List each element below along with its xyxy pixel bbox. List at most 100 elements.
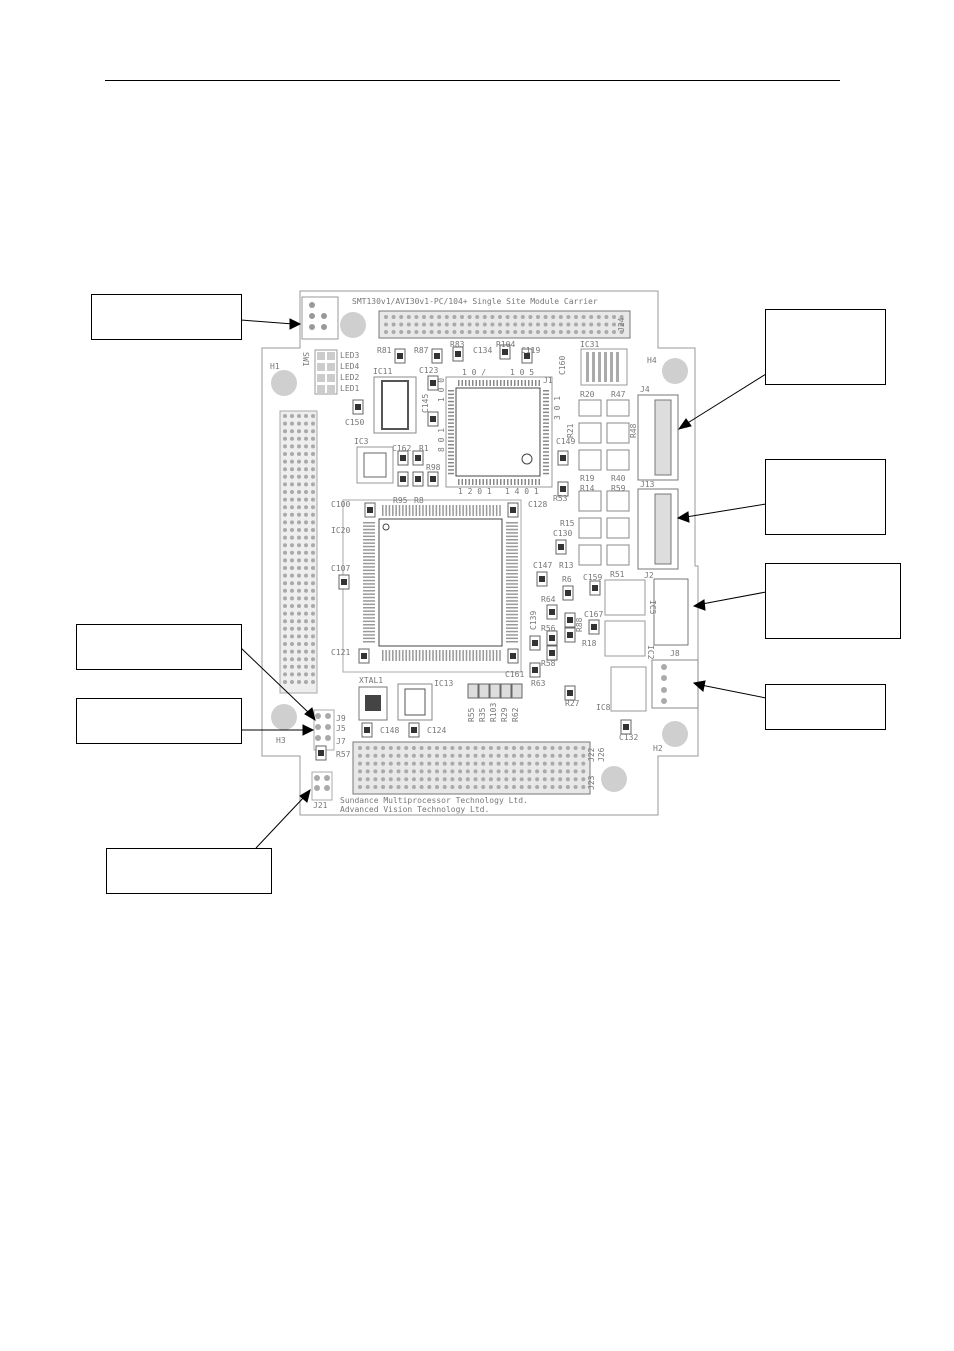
label-led3: LED3 bbox=[340, 351, 359, 360]
label-ic-bot-pin1: 1 2 0 1 bbox=[458, 487, 492, 496]
hole-h4 bbox=[662, 358, 688, 384]
label-r18: R18 bbox=[582, 639, 597, 648]
label-c123: C123 bbox=[419, 366, 438, 375]
label-xtal1: XTAL1 bbox=[359, 676, 383, 685]
label-ic-top-pins: 1 0 / bbox=[462, 368, 486, 377]
label-r6: R6 bbox=[562, 575, 572, 584]
label-r13: R13 bbox=[559, 561, 574, 570]
label-led1: LED1 bbox=[340, 384, 359, 393]
label-r98: R98 bbox=[426, 463, 441, 472]
label-r87: R87 bbox=[414, 346, 429, 355]
label-r56: R56 bbox=[541, 624, 556, 633]
label-r64: R64 bbox=[541, 595, 556, 604]
callout-box-sw1 bbox=[91, 294, 242, 340]
hole-bottom-right bbox=[601, 766, 627, 792]
label-r104: R104 bbox=[496, 340, 515, 349]
label-j26: J26 bbox=[597, 747, 606, 762]
label-h3: H3 bbox=[276, 736, 286, 745]
callout-box-j9 bbox=[76, 624, 242, 670]
j8-connector bbox=[651, 659, 699, 709]
label-ic5: IC5 bbox=[648, 600, 657, 615]
label-r81: R81 bbox=[377, 346, 392, 355]
j23-header bbox=[352, 741, 591, 795]
label-j23: J23 bbox=[587, 775, 596, 790]
label-ic13: IC13 bbox=[434, 679, 453, 688]
label-ic2: IC2 bbox=[646, 645, 655, 660]
callout-box-j13 bbox=[765, 459, 886, 535]
ic5-chip bbox=[653, 578, 689, 646]
label-r14: R14 bbox=[580, 484, 595, 493]
label-j5: J5 bbox=[336, 724, 346, 733]
label-c159: C159 bbox=[583, 573, 602, 582]
resistor-row-bottom bbox=[467, 683, 523, 699]
label-c162: C162 bbox=[392, 444, 411, 453]
label-j13: J13 bbox=[640, 480, 655, 489]
label-r27: R27 bbox=[565, 699, 580, 708]
smd-components bbox=[315, 344, 632, 761]
label-c134: C134 bbox=[473, 346, 492, 355]
label-r57: R57 bbox=[336, 750, 351, 759]
label-ic11: IC11 bbox=[373, 367, 392, 376]
label-r1: R1 bbox=[419, 444, 429, 453]
label-c149: C149 bbox=[556, 437, 575, 446]
label-r8: R8 bbox=[414, 496, 424, 505]
label-col-r35: R35 bbox=[478, 707, 487, 722]
label-c130: C130 bbox=[553, 529, 572, 538]
label-ic-left-pin: 1 0 0 bbox=[437, 378, 446, 402]
label-c148: C148 bbox=[380, 726, 399, 735]
label-r48: R48 bbox=[629, 423, 638, 438]
label-ic8: IC8 bbox=[596, 703, 611, 712]
label-r53: R53 bbox=[553, 494, 568, 503]
label-j1: J1 bbox=[543, 376, 553, 385]
label-h1: H1 bbox=[270, 362, 280, 371]
label-ic20: IC20 bbox=[331, 526, 350, 535]
label-j22: J22 bbox=[587, 747, 596, 762]
label-r19: R19 bbox=[580, 474, 595, 483]
ic8-chip bbox=[610, 666, 647, 712]
label-ic-bot-pin2: 1 4 0 1 bbox=[505, 487, 539, 496]
label-c150: C150 bbox=[345, 418, 364, 427]
board-footer-2: Advanced Vision Technology Ltd. bbox=[340, 805, 489, 814]
label-ic-left-pin2: 8 0 1 bbox=[437, 428, 446, 452]
label-c124: C124 bbox=[427, 726, 446, 735]
label-ic31: IC31 bbox=[580, 340, 599, 349]
label-c119: C119 bbox=[521, 346, 540, 355]
label-h4: H4 bbox=[647, 356, 657, 365]
board-footer-1: Sundance Multiprocessor Technology Ltd. bbox=[340, 796, 528, 805]
led-block bbox=[314, 349, 338, 395]
label-j9: J9 bbox=[336, 714, 346, 723]
label-c107: C107 bbox=[331, 564, 350, 573]
hole-h1 bbox=[271, 370, 297, 396]
label-c100: C100 bbox=[331, 500, 350, 509]
label-c139: C139 bbox=[529, 611, 538, 630]
label-c132: C132 bbox=[619, 733, 638, 742]
label-col-r29: R29 bbox=[500, 707, 509, 722]
j1-pins bbox=[283, 414, 315, 684]
label-r15: R15 bbox=[560, 519, 575, 528]
j24-header bbox=[378, 310, 631, 339]
label-j4: J4 bbox=[640, 385, 650, 394]
label-r95: R95 bbox=[393, 496, 408, 505]
callout-arrows bbox=[240, 318, 767, 849]
label-r59: R59 bbox=[611, 484, 626, 493]
hole-h3 bbox=[271, 704, 297, 730]
callout-box-j8 bbox=[765, 684, 886, 730]
label-r21: R21 bbox=[566, 423, 575, 438]
ic11-chip bbox=[373, 376, 417, 434]
label-h2: H2 bbox=[653, 744, 663, 753]
label-r63: R63 bbox=[531, 679, 546, 688]
label-sw1: SW1 bbox=[301, 352, 310, 367]
label-led4: LED4 bbox=[340, 362, 359, 371]
label-ic-top-pins2: 1 0 5 bbox=[510, 368, 534, 377]
ic2-chip bbox=[604, 579, 646, 616]
resistor-networks bbox=[578, 399, 630, 566]
label-j8: J8 bbox=[670, 649, 680, 658]
label-c121: C121 bbox=[331, 648, 350, 657]
ic-small-2 bbox=[604, 620, 646, 657]
label-c167: C167 bbox=[584, 610, 603, 619]
callout-box-ic5 bbox=[765, 563, 901, 639]
label-c147: C147 bbox=[533, 561, 552, 570]
callout-box-j4 bbox=[765, 309, 886, 385]
label-j2: J2 bbox=[644, 571, 654, 580]
label-ic-right-pin: 3 0 1 bbox=[553, 396, 562, 420]
